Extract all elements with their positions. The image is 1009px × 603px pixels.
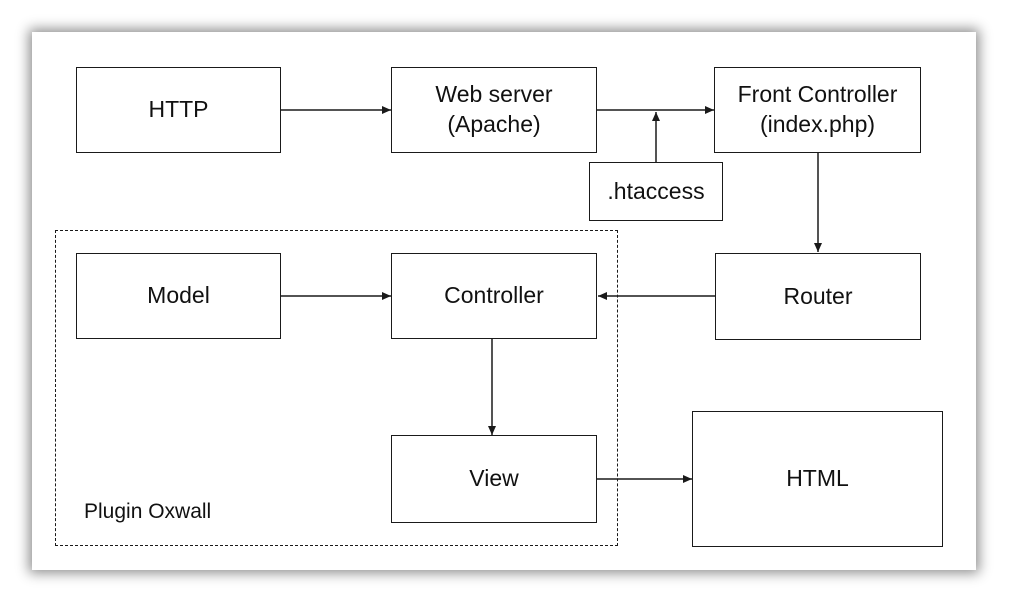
node-controller: Controller bbox=[391, 253, 597, 339]
plugin-group bbox=[55, 230, 618, 546]
node-web-server-line2: (Apache) bbox=[447, 111, 541, 137]
node-router-label: Router bbox=[783, 282, 853, 309]
node-html-label: HTML bbox=[786, 465, 849, 492]
node-router: Router bbox=[715, 253, 921, 340]
node-http-label: HTTP bbox=[148, 96, 209, 123]
node-view: View bbox=[391, 435, 597, 523]
node-htaccess: .htaccess bbox=[589, 162, 723, 221]
node-htaccess-label: .htaccess bbox=[607, 177, 705, 204]
node-view-label: View bbox=[469, 465, 519, 492]
node-front-controller: Front Controller (index.php) bbox=[714, 67, 921, 153]
node-web-server-line1: Web server bbox=[435, 81, 553, 108]
node-model: Model bbox=[76, 253, 281, 339]
node-front-controller-line2: (index.php) bbox=[759, 111, 876, 137]
node-html: HTML bbox=[692, 411, 943, 547]
node-http: HTTP bbox=[76, 67, 281, 153]
node-web-server: Web server (Apache) bbox=[391, 67, 597, 153]
node-model-label: Model bbox=[147, 282, 210, 309]
plugin-group-label: Plugin Oxwall bbox=[84, 500, 212, 523]
node-front-controller-line1: Front Controller bbox=[737, 81, 898, 108]
node-controller-label: Controller bbox=[444, 282, 544, 309]
